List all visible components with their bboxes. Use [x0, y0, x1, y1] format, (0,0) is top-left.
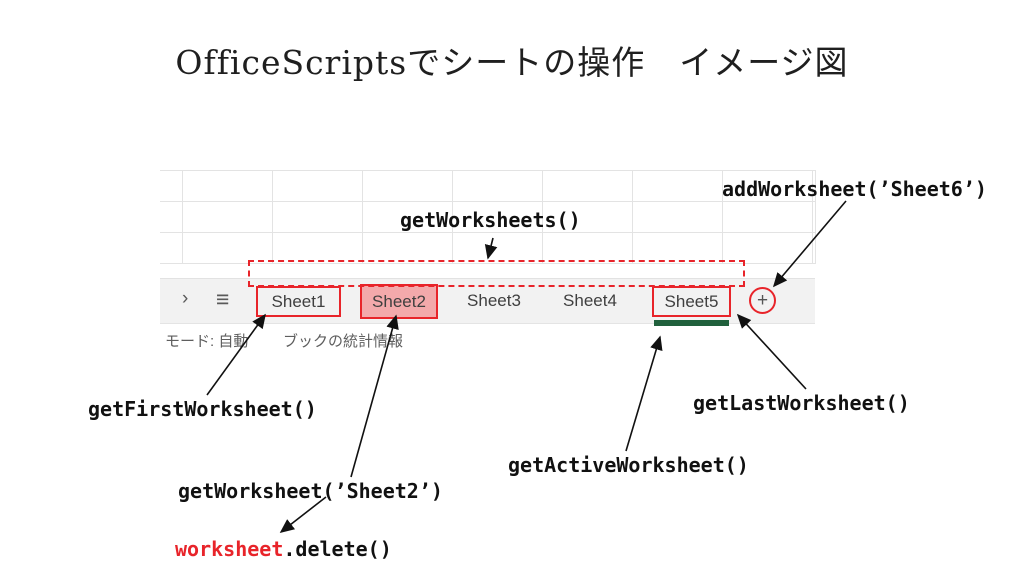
all-sheets-highlight-rect [248, 260, 745, 287]
annotation-addworksheet: addWorksheet(’Sheet6’) [722, 177, 987, 201]
add-sheet-button[interactable]: + [749, 287, 776, 314]
calc-mode-status[interactable]: モード: 自動 [165, 333, 249, 350]
status-bar: モード: 自動 ブックの統計情報 [160, 330, 815, 350]
page-title: OfficeScriptsでシートの操作 イメージ図 [175, 43, 849, 82]
arrow-getactiveworksheet [625, 335, 663, 452]
annotation-worksheet-delete: worksheet.delete() [175, 537, 392, 561]
plus-icon: + [756, 290, 769, 311]
annotation-getworksheet-sheet2: getWorksheet(’Sheet2’) [178, 479, 443, 503]
active-tab-indicator [654, 320, 729, 326]
tab-label: Sheet2 [372, 291, 426, 311]
arrow-getlastworksheet [736, 313, 807, 390]
tab-label: Sheet5 [664, 291, 719, 311]
tab-sheet5[interactable]: Sheet5 [652, 286, 731, 317]
annotation-getworksheets: getWorksheets() [400, 208, 581, 232]
tab-label: Sheet4 [563, 291, 617, 310]
annotation-getlastworksheet: getLastWorksheet() [693, 391, 910, 415]
annotation-getactiveworksheet: getActiveWorksheet() [508, 453, 749, 477]
sheet-tab-bar: › ≡ Sheet1 Sheet2 Sheet3 Sheet4 Sheet5 + [160, 278, 815, 326]
tab-label: Sheet1 [271, 291, 326, 311]
arrow-getfirstworksheet [206, 313, 266, 396]
tab-label: Sheet3 [467, 291, 521, 310]
annotation-getfirstworksheet: getFirstWorksheet() [88, 397, 317, 421]
tab-sheet4[interactable]: Sheet4 [556, 279, 624, 323]
annotation-worksheet-object: worksheet [175, 537, 284, 561]
tab-sheet2[interactable]: Sheet2 [360, 284, 438, 319]
chevron-right-icon[interactable]: › [182, 288, 189, 309]
tab-sheet3[interactable]: Sheet3 [460, 279, 528, 323]
workbook-stats-status[interactable]: ブックの統計情報 [283, 333, 404, 350]
annotation-delete-method: .delete() [283, 537, 392, 561]
tab-sheet1[interactable]: Sheet1 [256, 286, 341, 317]
menu-icon[interactable]: ≡ [216, 286, 230, 312]
